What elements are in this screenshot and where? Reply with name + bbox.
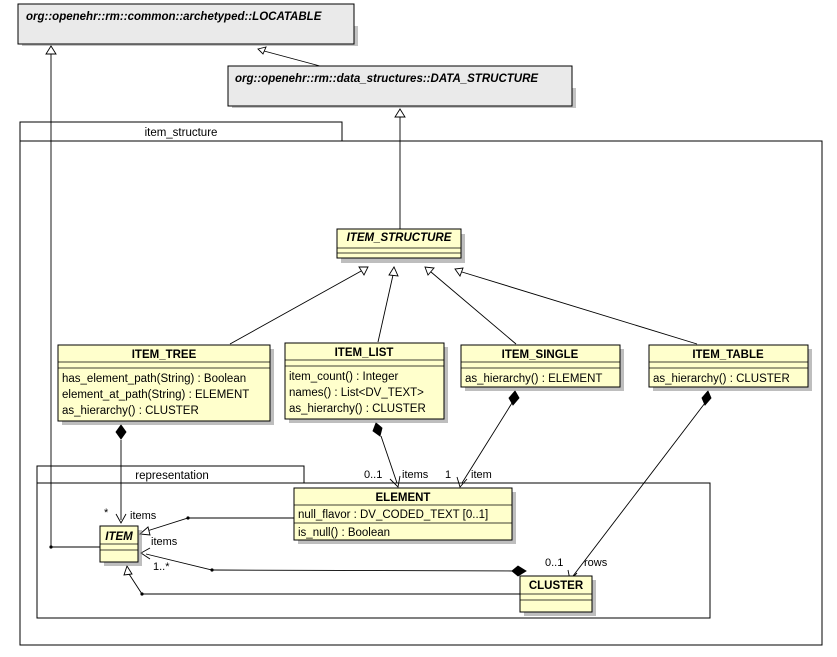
table-rows-line xyxy=(572,402,706,577)
item-tree-member: as_hierarchy() : CLUSTER xyxy=(62,405,199,417)
element-generalisation-line xyxy=(146,517,294,532)
item-structure-generalisation-arrowhead xyxy=(394,108,406,118)
item-structure-class-name: ITEM_STRUCTURE xyxy=(347,232,452,244)
single-item-role: item xyxy=(471,469,492,481)
tree-items-arrowhead xyxy=(115,513,127,524)
element-attribute: null_flavor : DV_CODED_TEXT [0..1] xyxy=(298,509,488,521)
tree-items-multiplicity: * xyxy=(104,507,109,519)
item-list-member: names() : List<DV_TEXT> xyxy=(289,387,424,399)
data-structure-class-name: org::openehr::rm::data_structures::DATA_… xyxy=(235,73,538,85)
item-tree-member: element_at_path(String) : ELEMENT xyxy=(62,389,249,401)
cluster-generalisation-line xyxy=(128,573,520,595)
table-rows-multiplicity: 0..1 xyxy=(545,557,563,569)
locatable-class[interactable]: org::openehr::rm::common::archetyped::LO… xyxy=(17,3,358,46)
list-composition-diamond xyxy=(372,422,383,437)
item-table-class-name: ITEM_TABLE xyxy=(692,349,764,361)
package-representation[interactable]: representation xyxy=(36,465,711,619)
cluster-items-line xyxy=(145,553,515,572)
item-tree-member: has_element_path(String) : Boolean xyxy=(62,373,246,385)
list-items-multiplicity: 0..1 xyxy=(364,469,382,481)
element-items-role: items xyxy=(151,536,178,548)
item-list-member: as_hierarchy() : CLUSTER xyxy=(289,403,426,415)
single-item-line xyxy=(461,402,513,484)
item-tree-generalisation-arrowhead xyxy=(358,266,369,276)
single-item-multiplicity: 1 xyxy=(445,469,451,481)
item-class[interactable]: ITEM xyxy=(99,525,142,566)
tree-composition-diamond xyxy=(115,424,127,440)
item-list-generalisation-line xyxy=(377,274,394,343)
cluster-class-name: CLUSTER xyxy=(529,580,584,592)
table-composition-diamond xyxy=(701,390,712,406)
item-table-generalisation-line xyxy=(461,271,698,345)
data-structure-class[interactable]: org::openehr::rm::data_structures::DATA_… xyxy=(227,65,576,108)
item-table-generalisation-arrowhead xyxy=(454,267,464,277)
item-single-member: as_hierarchy() : ELEMENT xyxy=(465,373,602,385)
item-single-class-name: ITEM_SINGLE xyxy=(502,349,579,361)
cluster-items-arrowhead xyxy=(140,547,151,560)
data-structure-generalisation-line xyxy=(263,50,321,67)
package-item-structure-label: item_structure xyxy=(145,127,218,139)
locatable-class-name: org::openehr::rm::common::archetyped::LO… xyxy=(26,11,322,23)
item-structure-class[interactable]: ITEM_STRUCTURE xyxy=(336,228,465,263)
table-rows-role: rows xyxy=(584,557,608,569)
data-structure-generalisation-arrowhead xyxy=(257,46,267,55)
item-generalisation-arrowhead xyxy=(45,45,57,55)
item-list-class[interactable]: ITEM_LIST item_count() : Integer names()… xyxy=(284,342,448,423)
element-member: is_null() : Boolean xyxy=(298,527,390,539)
list-items-role: items xyxy=(402,469,429,481)
item-tree-generalisation-line xyxy=(229,269,364,345)
list-items-arrowhead xyxy=(389,475,401,488)
package-representation-label: representation xyxy=(135,470,209,482)
item-tree-class[interactable]: ITEM_TREE has_element_path(String) : Boo… xyxy=(57,344,274,425)
cluster-composition-diamond xyxy=(511,565,527,577)
relationship-lines xyxy=(45,45,712,595)
cluster-class[interactable]: CLUSTER xyxy=(519,575,596,616)
item-tree-class-name: ITEM_TREE xyxy=(132,349,197,361)
item-single-class[interactable]: ITEM_SINGLE as_hierarchy() : ELEMENT xyxy=(460,344,624,391)
element-class[interactable]: ELEMENT null_flavor : DV_CODED_TEXT [0..… xyxy=(293,487,516,544)
cluster-generalisation-arrowhead xyxy=(123,564,133,576)
cluster-items-multiplicity: 1..* xyxy=(153,561,170,573)
item-single-generalisation-line xyxy=(430,271,517,345)
item-class-name: ITEM xyxy=(105,531,133,543)
association-labels: * items 0..1 items 1 item items 1..* 0..… xyxy=(104,469,608,573)
item-list-class-name: ITEM_LIST xyxy=(335,347,394,359)
element-generalisation-arrowhead xyxy=(138,526,151,536)
item-list-member: item_count() : Integer xyxy=(289,371,398,383)
item-list-generalisation-arrowhead xyxy=(388,266,399,277)
item-single-generalisation-arrowhead xyxy=(424,266,435,276)
list-items-line xyxy=(380,435,398,484)
element-class-name: ELEMENT xyxy=(376,492,431,504)
single-composition-diamond xyxy=(508,390,520,406)
item-table-class[interactable]: ITEM_TABLE as_hierarchy() : CLUSTER xyxy=(648,344,812,391)
item-table-member: as_hierarchy() : CLUSTER xyxy=(653,373,790,385)
tree-items-role: items xyxy=(130,510,157,522)
package-item-structure[interactable]: item_structure xyxy=(19,121,823,646)
single-item-arrowhead xyxy=(456,476,468,488)
line-junction-dots xyxy=(49,516,214,596)
